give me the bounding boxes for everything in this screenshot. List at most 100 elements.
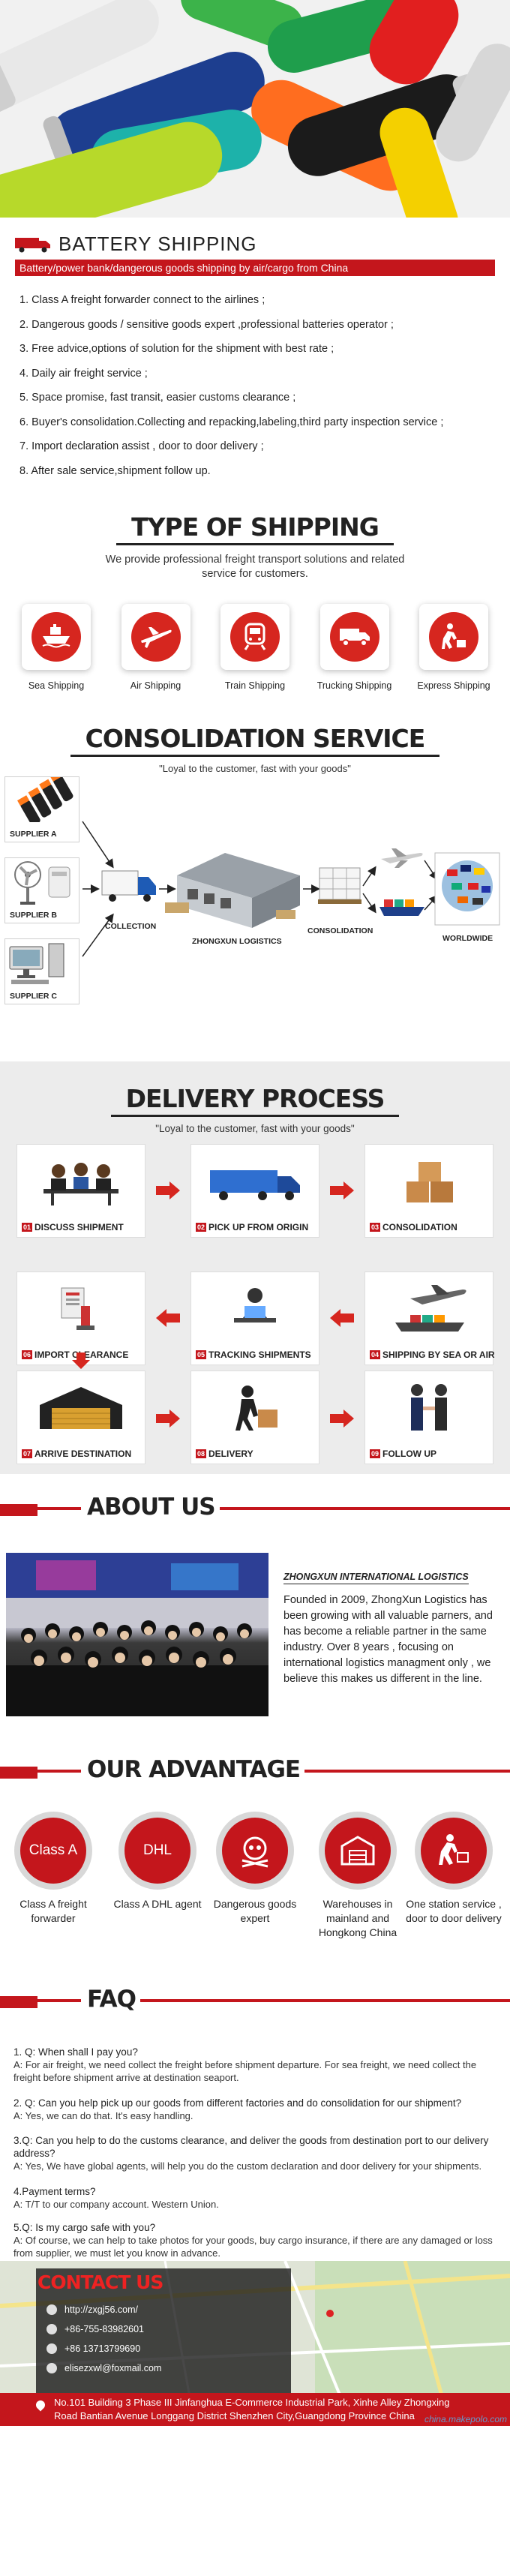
faq-question: 4.Payment terms?	[14, 2186, 96, 2197]
batteries-illustration	[0, 0, 510, 218]
shipping-type-label: Trucking Shipping	[316, 680, 392, 691]
step-number: 07	[22, 1449, 33, 1458]
phone-text: +86-755-83982601	[64, 2324, 144, 2334]
shipping-type-express[interactable]: Express Shipping	[412, 604, 495, 691]
about-us-title: ABOUT US	[81, 1494, 220, 1521]
advantage-one-station: One station service , door to door deliv…	[405, 1812, 502, 1926]
advantage-label: Warehouses in mainland and Hongkong Chin…	[318, 1898, 398, 1938]
contact-us-title: CONTACT US	[38, 2271, 164, 2293]
list-item: 7. Import declaration assist , door to d…	[20, 440, 264, 452]
arrow-right-icon	[156, 1410, 180, 1428]
faq-section: FAQ 1. Q: When shall I pay you? A: For a…	[0, 1984, 510, 2261]
team-photo	[6, 1553, 268, 1716]
website-text: http://zxgj56.com/	[64, 2304, 138, 2315]
delivery-process-section: DELIVERY PROCESS "Loyal to the customer,…	[0, 1061, 510, 1474]
shipping-type-label: Express Shipping	[417, 680, 490, 691]
desc-line: We provide professional freight transpor…	[105, 554, 405, 566]
contact-us-section: CONTACT US http://zxgj56.com/ +86-755-83…	[0, 2261, 510, 2426]
step-label: CONSOLIDATION	[382, 1222, 458, 1232]
contact-website[interactable]: http://zxgj56.com/	[46, 2304, 138, 2315]
supplier-label: SUPPLIER C	[10, 992, 58, 1001]
batteries-icon	[17, 770, 74, 826]
customs-icon	[61, 1287, 94, 1330]
warehouse-icon	[40, 1387, 122, 1429]
pallet-boxes	[318, 867, 362, 904]
truck-icon	[329, 612, 380, 662]
battery-shipping-heading: BATTERY SHIPPING	[15, 233, 257, 256]
courier-icon	[429, 612, 478, 662]
shipping-type-trucking[interactable]: Trucking Shipping	[314, 604, 396, 691]
list-item: 8. After sale service,shipment follow up…	[20, 464, 211, 477]
address-bar: No.101 Building 3 Phase III Jinfanghua E…	[0, 2393, 510, 2426]
faq-item: 5.Q: Is my cargo safe with you? A: Of co…	[14, 2221, 501, 2259]
shipping-type-sea[interactable]: Sea Shipping	[15, 604, 98, 691]
contact-phone2[interactable]: +86 13713799690	[46, 2343, 140, 2354]
step-label: ARRIVE DESTINATION	[34, 1449, 132, 1459]
step-number: 09	[370, 1449, 381, 1458]
address-line: Road Bantian Avenue Longgang District Sh…	[54, 2410, 415, 2421]
step-number: 04	[370, 1350, 381, 1359]
ship-icon	[32, 612, 81, 662]
step-number: 05	[196, 1350, 207, 1359]
list-item: 4. Daily air freight service ;	[20, 367, 148, 380]
step-number: 08	[196, 1449, 207, 1458]
shipping-type-air[interactable]: Air Shipping	[115, 604, 197, 691]
operator-icon	[234, 1288, 276, 1323]
faq-question: 3.Q: Can you help to do the customs clea…	[14, 2135, 489, 2159]
type-of-shipping-section: TYPE OF SHIPPING We provide professional…	[0, 499, 510, 709]
supplier-label: SUPPLIER B	[10, 911, 58, 920]
computer-icon	[9, 943, 64, 984]
battery-shipping-list: 1. Class A freight forwarder connect to …	[20, 288, 500, 483]
type-of-shipping-title: TYPE OF SHIPPING	[116, 512, 394, 545]
battery-shipping-title: BATTERY SHIPPING	[58, 233, 257, 255]
supplier-a-box: SUPPLIER A	[4, 770, 80, 842]
list-item: 1. Class A freight forwarder connect to …	[20, 294, 266, 306]
advantage-warehouses: Warehouses in mainland and Hongkong Chin…	[309, 1812, 406, 1940]
consolidation-section: CONSOLIDATION SERVICE "Loyal to the cust…	[0, 709, 510, 1061]
battery-shipping-subtitle: Battery/power bank/dangerous goods shipp…	[15, 260, 495, 276]
faq-answer: A: Yes, we can do that. It's easy handli…	[14, 2110, 194, 2121]
contact-email[interactable]: elisezxwl@foxmail.com	[46, 2363, 161, 2373]
step-label: PICK UP FROM ORIGIN	[208, 1222, 309, 1232]
arrow-right-icon	[330, 1410, 354, 1428]
handshake-icon	[411, 1384, 447, 1431]
supplier-c-box: SUPPLIER C	[4, 938, 80, 1004]
shipping-type-label: Train Shipping	[224, 680, 286, 691]
type-of-shipping-desc: We provide professional freight transpor…	[0, 553, 510, 581]
step-label: FOLLOW UP	[382, 1449, 437, 1459]
faq-item: 2. Q: Can you help pick up our goods fro…	[14, 2097, 501, 2122]
faq-item: 3.Q: Can you help to do the customs clea…	[14, 2134, 501, 2172]
advantage-label: Class A DHL agent	[113, 1898, 202, 1910]
section-divider-accent	[0, 1504, 38, 1516]
step-label: DISCUSS SHIPMENT	[34, 1222, 124, 1232]
arrow-right-icon	[156, 1181, 180, 1199]
shipping-type-train[interactable]: Train Shipping	[214, 604, 296, 691]
faq-answer: A: For air freight, we need collect the …	[14, 2059, 477, 2083]
advantage-label: Class A freight forwarder	[20, 1898, 87, 1924]
section-divider	[0, 1507, 510, 1510]
collection-label: COLLECTION	[105, 922, 157, 931]
ship-icon	[380, 899, 424, 916]
faq-answer: A: Yes, We have global agents, will help…	[14, 2160, 482, 2172]
faq-question: 2. Q: Can you help pick up our goods fro…	[14, 2097, 462, 2109]
advantage-dhl: DHL Class A DHL agent	[109, 1812, 206, 1911]
phone-text: +86 13713799690	[64, 2343, 141, 2354]
arrow-left-icon	[330, 1309, 354, 1327]
supplier-label: SUPPLIER A	[10, 830, 57, 839]
contact-phone1[interactable]: +86-755-83982601	[46, 2324, 144, 2334]
step-number: 01	[22, 1223, 33, 1232]
step-label: TRACKING SHIPMENTS	[208, 1350, 311, 1360]
desc-line: service for customers.	[202, 568, 308, 580]
worldwide-label: WORLDWIDE	[442, 934, 494, 943]
list-item: 2. Dangerous goods / sensitive goods exp…	[20, 318, 394, 331]
advantage-dangerous-goods: Dangerous goods expert	[206, 1812, 304, 1926]
delivery-process-title: DELIVERY PROCESS	[110, 1084, 400, 1117]
faq-answer: A: Of course, we can help to take photos…	[14, 2235, 493, 2259]
shipping-types: Sea Shipping Air Shipping Train Shipping…	[15, 604, 495, 691]
plane-ship-icon	[395, 1285, 466, 1332]
supplier-b-box: SUPPLIER B	[4, 857, 80, 923]
